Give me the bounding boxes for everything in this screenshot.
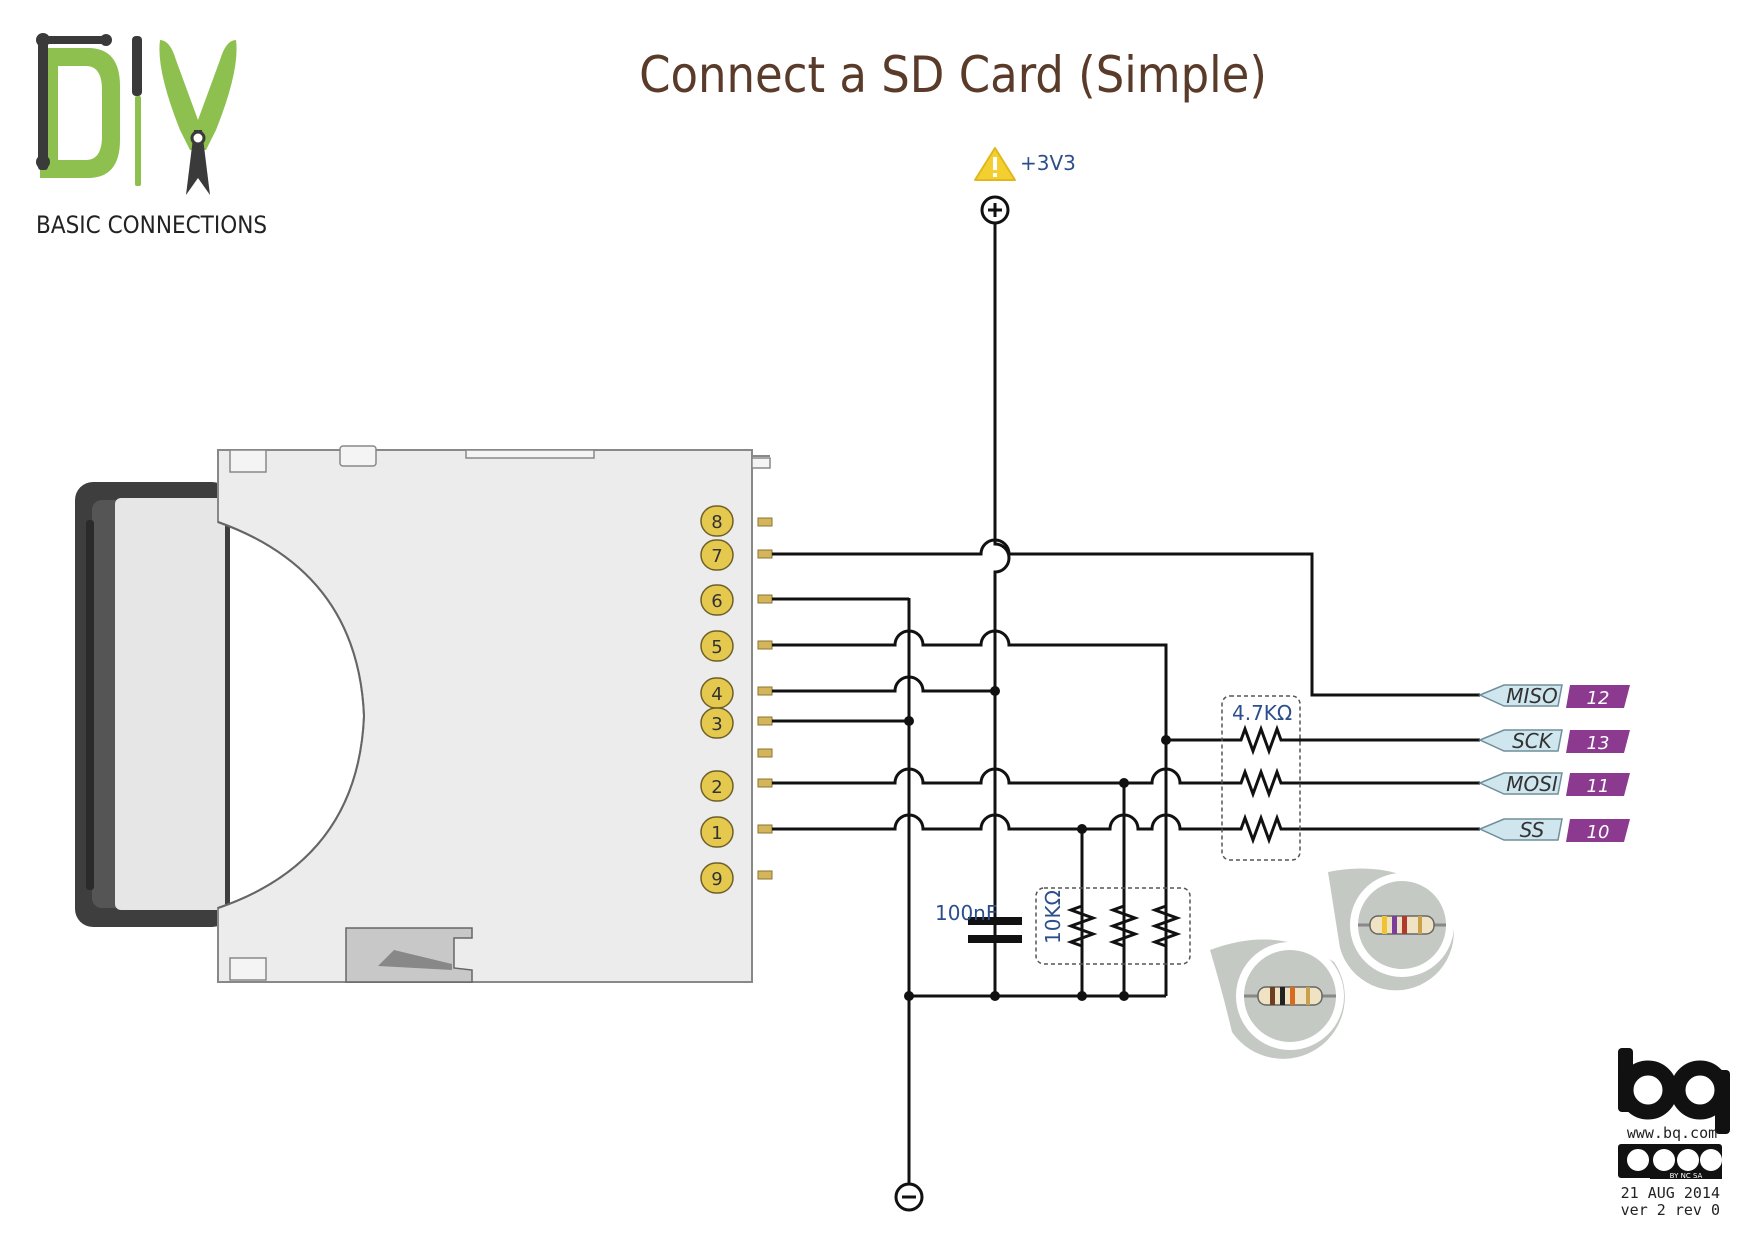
arduino-pin-number: 12	[1587, 688, 1610, 709]
sd-pin-label: 1	[711, 823, 722, 844]
bq-logo: www.bq.com	[1618, 1048, 1730, 1142]
capacitor-label: 100nF	[935, 901, 997, 925]
plus-circle-icon	[980, 195, 1010, 225]
resistor-color-bubble-upper	[1328, 868, 1454, 991]
signal-name: SS	[1520, 818, 1545, 842]
resistor-pulldown-1	[1066, 900, 1098, 952]
signal-name: MOSI	[1506, 772, 1558, 796]
sd-pin-6: 6	[700, 584, 734, 616]
footer-version: ver 2 rev 0	[1621, 1201, 1720, 1219]
sd-pin-label: 9	[711, 869, 722, 890]
sd-card-socket	[75, 445, 771, 983]
minus-circle-icon	[894, 1182, 924, 1212]
sd-pin-label: 5	[711, 637, 722, 658]
pulldown-resistor-label: 10KΩ	[1041, 890, 1065, 944]
sd-pin-2: 2	[700, 770, 734, 802]
warning-triangle-icon	[974, 147, 1016, 181]
brand-url: www.bq.com	[1627, 1124, 1717, 1142]
sd-pin-5: 5	[700, 630, 734, 662]
sd-pin-3: 3	[700, 707, 734, 739]
footer-date: 21 AUG 2014	[1621, 1184, 1720, 1202]
resistor-color-bubble-lower	[1210, 939, 1345, 1059]
signal-tag-miso: MISO 12	[1478, 684, 1630, 709]
sd-pin-label: 6	[711, 591, 722, 612]
signal-tag-sck: SCK 13	[1478, 729, 1630, 754]
pullup-group-box	[1221, 695, 1301, 861]
page-title: Connect a SD Card (Simple)	[639, 46, 1267, 104]
sd-pin-7: 7	[700, 539, 734, 571]
cc-license-badge: BY NC SA	[1618, 1144, 1722, 1180]
vcc-label: +3V3	[1020, 151, 1076, 175]
resistor-sck	[1235, 724, 1285, 756]
license-text: BY NC SA	[1670, 1172, 1703, 1180]
sd-pin-label: 8	[711, 512, 722, 533]
resistor-ss	[1235, 813, 1285, 845]
resistor-pulldown-3	[1150, 900, 1182, 952]
wires	[772, 223, 1480, 1184]
sd-pin-1: 1	[700, 816, 734, 848]
signal-tag-mosi: MOSI 11	[1478, 772, 1630, 797]
sd-pin-label: 7	[711, 546, 722, 567]
capacitor	[968, 917, 1022, 996]
arduino-pin-number: 13	[1587, 733, 1610, 754]
resistor-mosi	[1235, 767, 1285, 799]
junctions	[904, 686, 1171, 1001]
pin-leads	[757, 517, 773, 880]
sd-pin-label: 3	[711, 714, 722, 735]
pullup-resistor-label: 4.7KΩ	[1232, 701, 1292, 725]
sd-pin-label: 2	[711, 777, 722, 798]
diy-logo: BASIC CONNECTIONS	[36, 33, 267, 239]
sd-pin-9: 9	[700, 862, 734, 894]
signal-name: MISO	[1506, 684, 1558, 708]
signal-tag-ss: SS 10	[1478, 818, 1630, 843]
logo-subtitle: BASIC CONNECTIONS	[36, 211, 267, 239]
arduino-pin-number: 10	[1587, 822, 1610, 843]
resistor-pulldown-2	[1108, 900, 1140, 952]
signal-name: SCK	[1512, 729, 1554, 753]
arduino-pin-number: 11	[1587, 776, 1610, 797]
sd-pin-label: 4	[711, 684, 722, 705]
sd-pin-8: 8	[700, 505, 734, 537]
sd-pin-4: 4	[700, 677, 734, 709]
